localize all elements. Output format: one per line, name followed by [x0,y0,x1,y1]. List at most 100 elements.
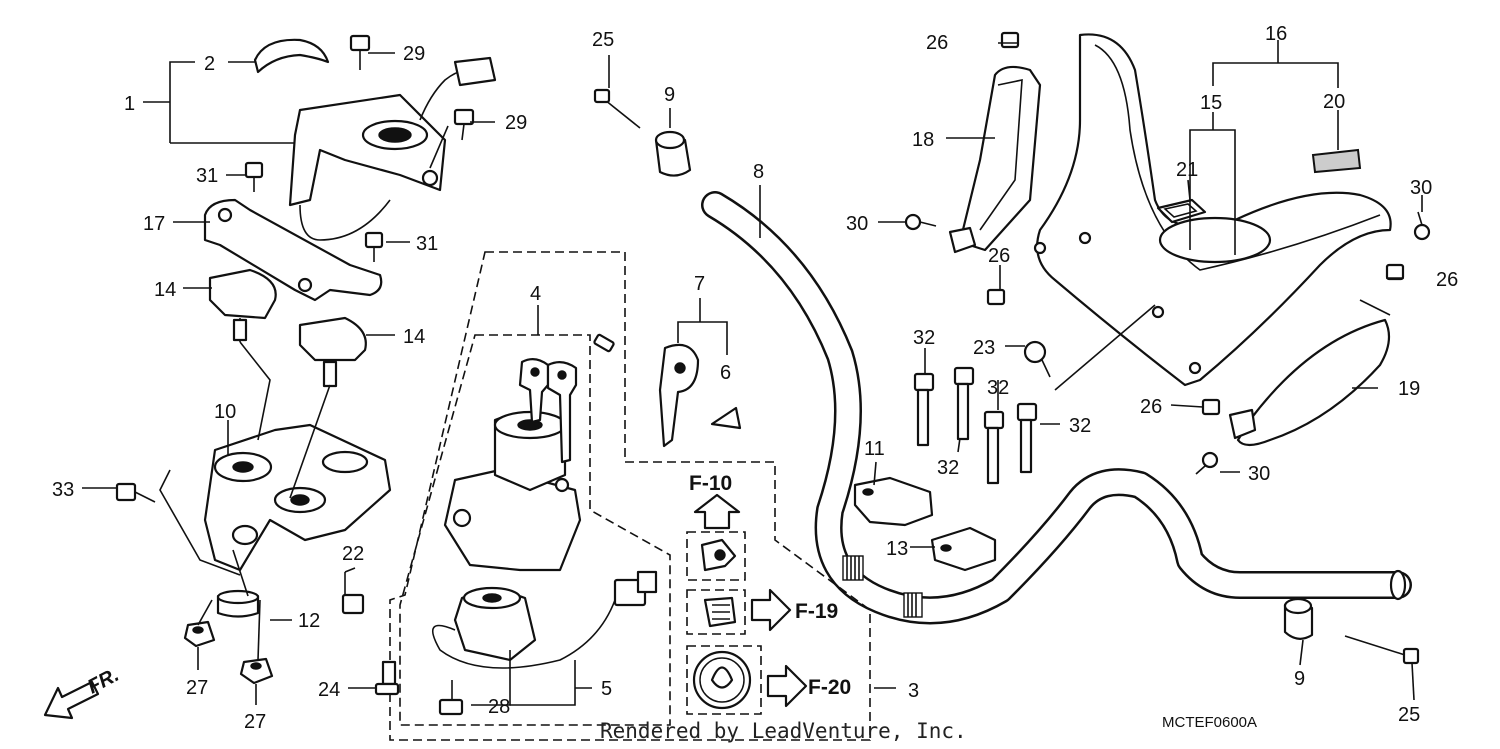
callout-3: 3 [908,680,919,702]
bolt-32-c[interactable] [983,410,1005,485]
clip-26-d[interactable] [1201,398,1221,416]
screw-30-a[interactable] [904,213,937,231]
callout-14a: 14 [154,279,176,301]
callout-18: 18 [912,129,934,151]
upper-handle-holder-14-b[interactable] [298,316,367,388]
combination-switch[interactable] [443,410,582,572]
bolt-31-b[interactable] [364,231,384,262]
bolt-33[interactable] [115,482,156,503]
callout-6: 6 [720,362,731,384]
callout-16: 16 [1265,23,1287,45]
callout-27a: 27 [186,677,208,699]
callout-26b: 26 [988,245,1010,267]
callout-33: 33 [52,479,74,501]
bolt-29-b[interactable] [453,108,475,141]
bolt-29-a[interactable] [349,34,371,70]
handlebar-pipe[interactable] [701,191,1412,625]
key-blank[interactable] [658,343,700,448]
callout-2: 2 [204,53,215,75]
ignition-keys[interactable] [518,358,578,464]
f10-arrow-up [693,493,741,530]
callout-1: 1 [124,93,135,115]
f20-part-frame [686,645,762,715]
callout-12: 12 [298,610,320,632]
switch-group-dash-outline [389,251,871,741]
bolt-31-a[interactable] [244,161,264,192]
bolt-32-d[interactable] [1016,402,1038,474]
clip-26-c[interactable] [1385,263,1405,281]
callout-26c: 26 [1436,269,1458,291]
callout-30c: 30 [1248,463,1270,485]
callout-7: 7 [694,273,705,295]
wire-clip[interactable] [253,38,330,74]
callout-13: 13 [886,538,908,560]
callout-29a: 29 [403,43,425,65]
screw-28[interactable] [438,680,464,716]
callout-8: 8 [753,161,764,183]
callout-29b: 29 [505,112,527,134]
key-tag[interactable] [710,406,742,430]
callout-32d: 32 [1069,415,1091,437]
emblem-seal-20[interactable] [1311,148,1362,174]
callout-26d: 26 [1140,396,1162,418]
ref-f10[interactable]: F-10 [689,472,732,495]
steering-stem-holder[interactable] [288,56,497,241]
clip-26-b[interactable] [986,288,1006,306]
f20-part[interactable] [692,650,752,710]
callout-9a: 9 [664,84,675,106]
bar-end-weight-upper[interactable] [654,130,692,177]
callout-14b: 14 [403,326,425,348]
lower-handle-holder[interactable] [159,423,392,576]
bar-end-screw-lower[interactable] [1344,635,1420,665]
handle-cover-rear[interactable] [1033,33,1392,387]
callout-32a: 32 [913,327,935,349]
callout-19: 19 [1398,378,1420,400]
ref-f19[interactable]: F-19 [795,600,838,623]
handle-holder-plate[interactable] [203,198,383,302]
callout-10: 10 [214,401,236,423]
handle-holder-upper-11[interactable] [853,476,934,527]
clip-26-a[interactable] [1000,31,1020,49]
callout-27b: 27 [244,711,266,733]
callout-25b: 25 [1398,704,1420,726]
seat-lock-switch[interactable] [431,570,658,669]
screw-23[interactable] [1023,340,1051,378]
bolt-32-b[interactable] [953,366,975,441]
cover-side-piece-18[interactable] [948,65,1042,254]
watermark: Rendered by LeadVenture, Inc. [600,719,967,743]
front-direction-arrow-icon: FR. [43,664,123,720]
emblem-21[interactable] [1156,198,1207,224]
leader-lines [82,40,1423,706]
callout-32b: 32 [937,457,959,479]
callout-15: 15 [1200,92,1222,114]
rubber-bushing[interactable] [216,589,260,618]
nut-27-b[interactable] [239,657,274,685]
callout-30b: 30 [1410,177,1432,199]
callout-26a: 26 [926,32,948,54]
nut-27-a[interactable] [183,620,216,648]
cover-side-piece-19[interactable] [1228,299,1391,447]
screw-30-c[interactable] [1195,451,1219,475]
f19-part[interactable] [703,596,737,628]
callout-9b: 9 [1294,668,1305,690]
bar-end-screw-upper[interactable] [593,88,641,353]
screw-24[interactable] [374,660,400,696]
callout-23: 23 [973,337,995,359]
callout-31b: 31 [416,233,438,255]
upper-handle-holder-14-a[interactable] [208,268,277,342]
bolt-32-a[interactable] [913,372,935,447]
bolt-22[interactable] [341,572,365,615]
callout-labels: 1 2 3 4 5 6 7 8 9 9 10 11 12 13 14 14 15… [52,23,1458,733]
f19-part-frame [686,589,746,635]
f20-arrow-right [766,664,808,708]
handle-holder-lower-13[interactable] [930,526,997,572]
ref-f20[interactable]: F-20 [808,676,851,699]
callout-24: 24 [318,679,340,701]
diagram-code: MCTEF0600A [1162,714,1257,731]
callout-17: 17 [143,213,165,235]
screw-30-b[interactable] [1413,211,1431,241]
f10-part[interactable] [700,538,737,572]
bar-end-weight-lower[interactable] [1283,597,1314,640]
callout-11: 11 [864,438,885,460]
